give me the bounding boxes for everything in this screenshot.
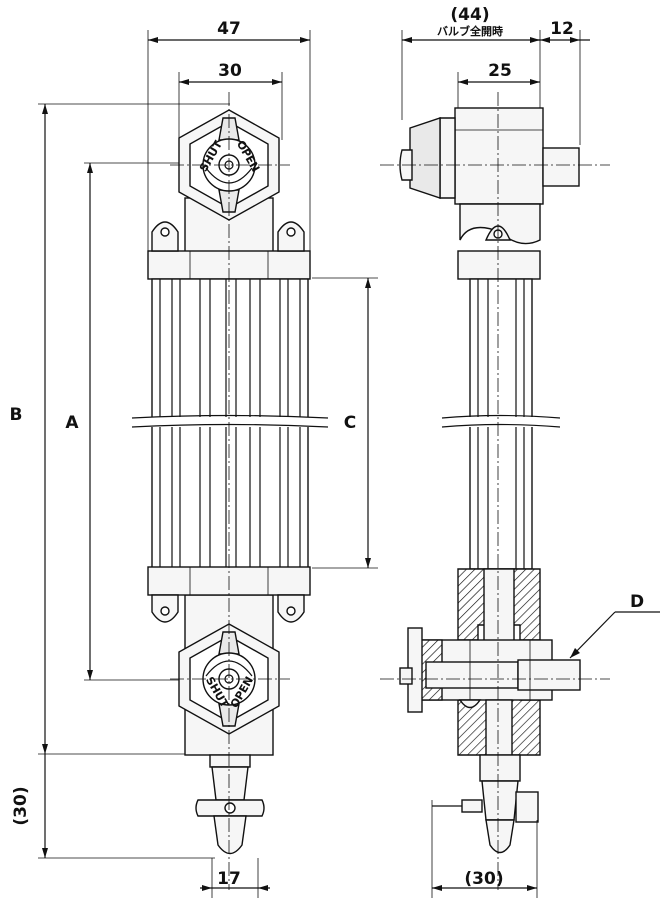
side-view: (44) バルブ全開時 12 25 xyxy=(380,5,660,898)
break-line-front xyxy=(130,414,330,428)
valve-open-note: バルブ全開時 xyxy=(437,24,503,38)
dim-47-label: 47 xyxy=(217,19,241,39)
front-view: 47 30 B A xyxy=(10,19,378,898)
dim-30-vertical-label: (30) xyxy=(11,786,31,825)
dimension-25: 25 xyxy=(457,61,540,108)
cap-nut-top-right xyxy=(277,221,305,252)
dim-b-label: B xyxy=(10,405,23,425)
dim-a-label: A xyxy=(65,413,79,433)
drain-valve-side xyxy=(432,754,539,854)
break-line-side xyxy=(440,414,562,428)
dim-44-label: (44) xyxy=(450,5,489,25)
dimension-44: (44) バルブ全開時 xyxy=(401,5,540,120)
dimension-b: B xyxy=(10,103,230,755)
top-plate-side xyxy=(457,250,541,280)
dimension-12: 12 xyxy=(530,19,590,145)
dim-c-label: C xyxy=(344,413,356,433)
label-d: D xyxy=(630,592,644,612)
dim-30-bottom-label: (30) xyxy=(464,869,503,889)
dimension-30-vertical: (30) xyxy=(11,754,215,859)
top-valve-side xyxy=(399,107,580,245)
cap-nut-bottom-left xyxy=(151,594,179,623)
drain-valve-front xyxy=(195,754,265,855)
cap-nut-top-left xyxy=(151,221,179,252)
dim-12-label: 12 xyxy=(550,19,574,39)
cap-nut-bottom-right xyxy=(277,594,305,623)
leader-d: D xyxy=(569,592,660,659)
dim-25-label: 25 xyxy=(488,61,512,81)
dimension-30: 30 xyxy=(178,61,283,140)
dim-30-label: 30 xyxy=(218,61,242,81)
bottom-valve-section xyxy=(399,568,581,756)
dimension-c: C xyxy=(312,277,378,569)
dimension-47: 47 xyxy=(147,19,311,262)
dimension-30-bottom: (30) xyxy=(431,800,538,898)
dimension-17: 17 xyxy=(200,858,270,898)
